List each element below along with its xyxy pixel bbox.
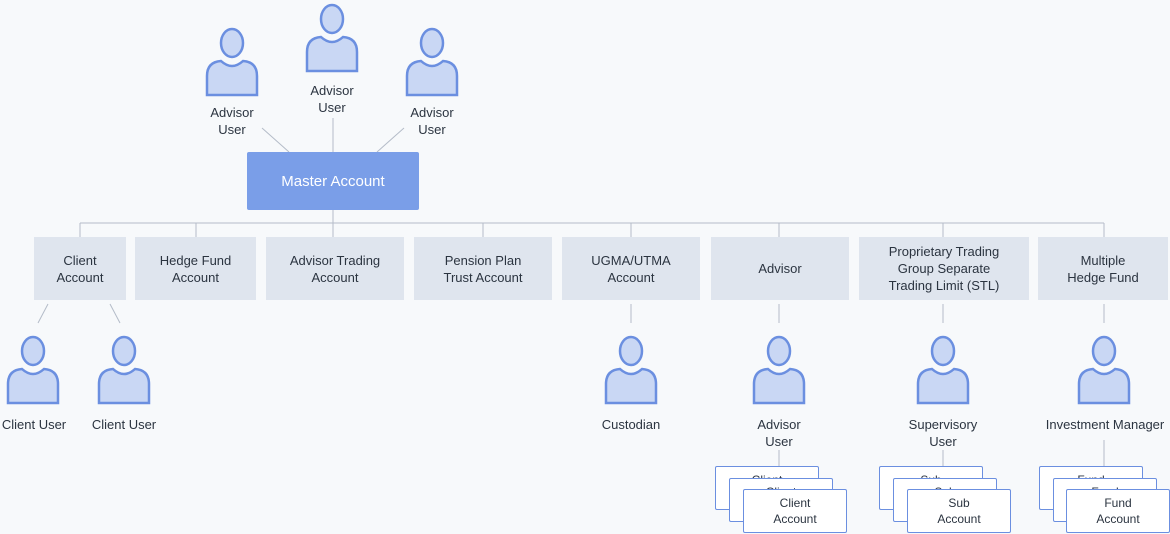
- line-user1-master: [261, 127, 290, 153]
- account-label-line2: Group Separate: [897, 261, 991, 276]
- stack-label-line2: Account: [937, 512, 981, 526]
- account-label-line3: Trading Limit (STL): [888, 278, 1000, 293]
- master-account-box[interactable]: Master Account: [247, 152, 419, 210]
- label-text: Supervisory: [908, 417, 978, 432]
- client-account-card[interactable]: Client Account: [743, 489, 847, 533]
- custodian-label: Custodian: [591, 416, 671, 433]
- stack-label-line1: Fund: [1104, 496, 1132, 510]
- account-label-line1: Advisor: [758, 261, 802, 276]
- stack-label-line2: Account: [1096, 512, 1140, 526]
- label-text: Investment Manager: [1045, 417, 1165, 432]
- line-client-user2: [109, 303, 121, 324]
- account-label-line2: Account: [311, 269, 359, 285]
- investment-manager-label: Investment Manager: [1040, 416, 1170, 433]
- account-label-line1: Hedge Fund: [159, 252, 232, 268]
- account-label-line1: UGMA/UTMA: [591, 252, 671, 268]
- supervisory-user-label: Supervisory User: [898, 416, 988, 450]
- top-user-label-1: Advisor User: [202, 104, 262, 138]
- account-label-line2: Trust Account: [443, 269, 523, 285]
- account-box-hedge-fund[interactable]: Hedge Fund Account: [135, 237, 256, 300]
- top-user-label-3: Advisor User: [402, 104, 462, 138]
- top-user-label-2: Advisor User: [302, 82, 362, 116]
- account-label-line1: Multiple: [1080, 252, 1126, 268]
- master-account-label: Master Account: [281, 172, 385, 190]
- account-box-client[interactable]: Client Account: [34, 237, 126, 300]
- user-role-text: Advisor: [210, 105, 254, 120]
- line-client-user1: [37, 303, 49, 324]
- client-user-label-1: Client User: [0, 416, 68, 433]
- advisor-user-label: Advisor User: [744, 416, 814, 450]
- sub-account-card[interactable]: Sub Account: [907, 489, 1011, 533]
- account-label-line2: Hedge Fund: [1067, 269, 1139, 285]
- account-box-proprietary-trading[interactable]: Proprietary Trading Group Separate Tradi…: [859, 237, 1029, 300]
- account-box-pension-plan[interactable]: Pension Plan Trust Account: [414, 237, 552, 300]
- fund-account-card[interactable]: Fund Account: [1066, 489, 1170, 533]
- line-user3-master: [376, 127, 405, 153]
- user-icon: [6, 335, 60, 405]
- account-box-advisor-trading[interactable]: Advisor Trading Account: [266, 237, 404, 300]
- account-label-line1: Proprietary Trading: [888, 244, 1000, 259]
- user-icon: [1077, 335, 1131, 405]
- account-label-line2: Account: [607, 269, 655, 285]
- account-label-line1: Advisor Trading: [289, 252, 381, 268]
- label-text: Client User: [91, 417, 157, 432]
- account-label-line2: Account: [172, 269, 219, 285]
- label-text: Client User: [1, 417, 67, 432]
- user-icon: [205, 27, 259, 97]
- label-text: User: [929, 434, 957, 449]
- account-label-line1: Pension Plan: [444, 252, 522, 268]
- stack-label-line2: Account: [773, 512, 817, 526]
- user-icon: [752, 335, 806, 405]
- user-icon: [604, 335, 658, 405]
- user-role-text: Advisor: [410, 105, 454, 120]
- user-type-text: User: [218, 122, 246, 137]
- account-box-multiple-hedge-fund[interactable]: Multiple Hedge Fund: [1038, 237, 1168, 300]
- client-user-label-2: Client User: [88, 416, 160, 433]
- label-text: Custodian: [601, 417, 661, 432]
- user-type-text: User: [318, 100, 346, 115]
- user-type-text: User: [418, 122, 446, 137]
- stack-label-line1: Sub: [948, 496, 970, 510]
- label-text: User: [765, 434, 793, 449]
- account-label-line1: Client: [63, 252, 97, 268]
- user-icon: [405, 27, 459, 97]
- account-box-advisor[interactable]: Advisor: [711, 237, 849, 300]
- user-icon: [97, 335, 151, 405]
- stack-label-line1: Client: [779, 496, 811, 510]
- label-text: Advisor: [757, 417, 801, 432]
- account-label-line2: Account: [56, 269, 104, 285]
- user-role-text: Advisor: [310, 83, 354, 98]
- user-icon: [305, 3, 359, 73]
- account-box-ugma-utma[interactable]: UGMA/UTMA Account: [562, 237, 700, 300]
- connector-lines: [37, 118, 1105, 466]
- user-icon: [916, 335, 970, 405]
